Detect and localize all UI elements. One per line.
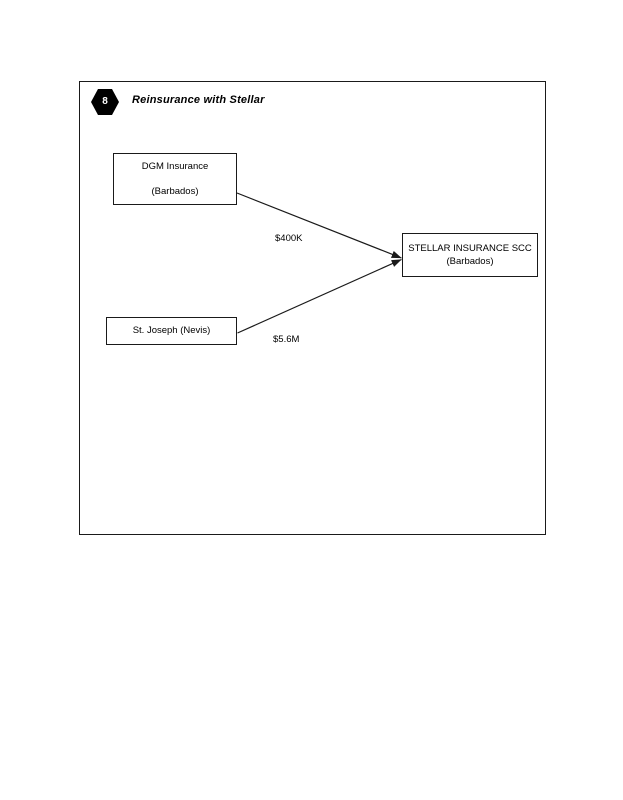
node-dgm-insurance-name: DGM Insurance	[141, 161, 209, 173]
edge-dgm-to-stellar	[236, 192, 402, 259]
slide-title: Reinsurance with Stellar	[132, 94, 265, 106]
node-stellar-insurance-scc-jurisdiction: (Barbados)	[446, 256, 494, 267]
section-number-badge: 8	[91, 89, 119, 115]
node-dgm-insurance[interactable]: DGM Insurance (Barbados)	[113, 153, 237, 205]
node-stellar-insurance-scc-name: STELLAR INSURANCE SCC	[408, 242, 532, 254]
slide-header: 8 Reinsurance with Stellar	[80, 82, 545, 126]
section-number-label: 8	[102, 96, 108, 107]
node-st-joseph-name: St. Joseph (Nevis)	[132, 325, 211, 337]
node-stellar-insurance-scc[interactable]: STELLAR INSURANCE SCC (Barbados)	[402, 233, 538, 277]
edge-stjoseph-to-stellar	[237, 258, 402, 334]
node-st-joseph[interactable]: St. Joseph (Nevis)	[106, 317, 237, 345]
diagram-canvas: DGM Insurance (Barbados) St. Joseph (Nev…	[80, 82, 547, 536]
slide-frame: 8 Reinsurance with Stellar DGM Insurance…	[79, 81, 546, 535]
edge-label-dgm-to-stellar: $400K	[275, 233, 303, 244]
edge-layer	[236, 192, 402, 334]
node-dgm-insurance-jurisdiction: (Barbados)	[151, 185, 199, 197]
edge-label-stjoseph-to-stellar: $5.6M	[273, 334, 300, 345]
